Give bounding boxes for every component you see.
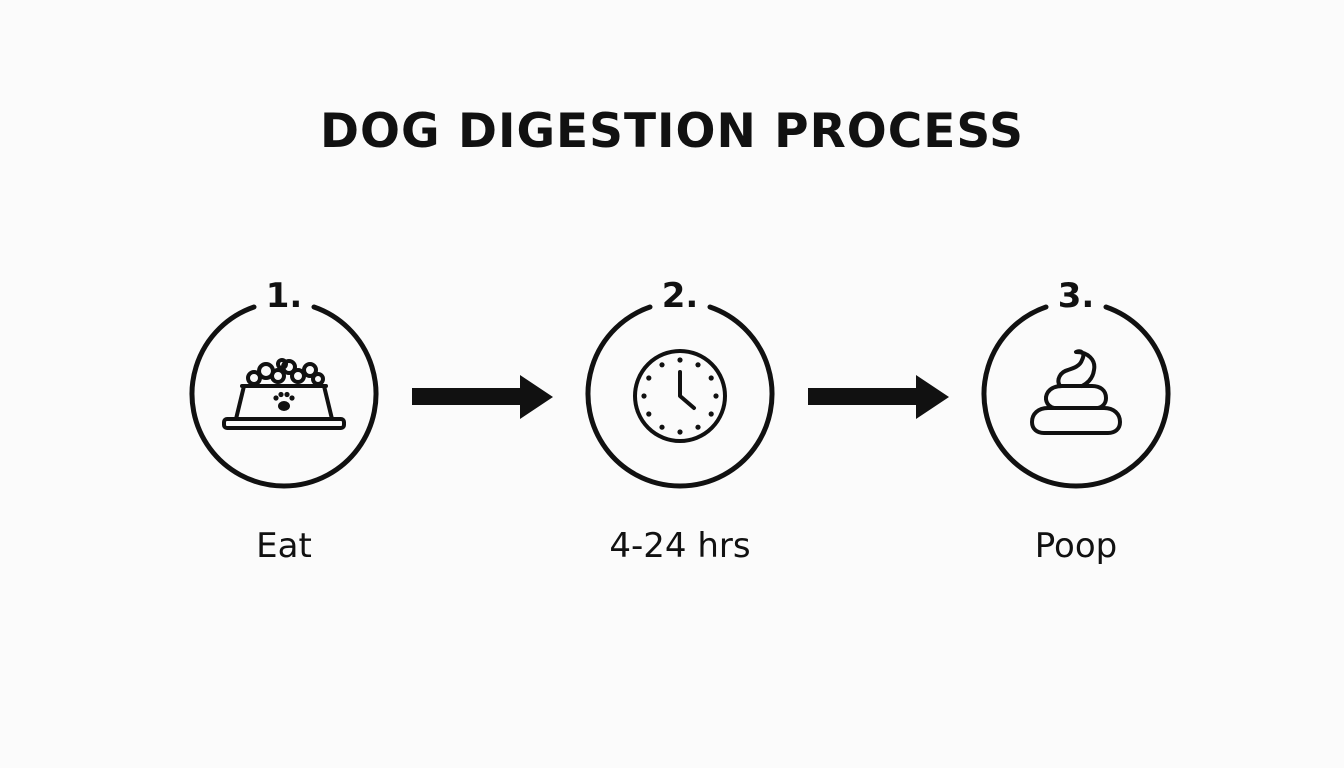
- step-number: 1.: [265, 276, 303, 316]
- step-ring: [981, 304, 1171, 489]
- step-ring: [585, 304, 775, 489]
- step-label-poop: Poop: [1034, 526, 1118, 566]
- dog-food-bowl-icon: [222, 358, 346, 430]
- arrow-right-icon: [808, 375, 949, 419]
- step-ring: [189, 304, 379, 489]
- step-label-eat: Eat: [256, 526, 312, 566]
- step-eat: 1.: [184, 276, 384, 496]
- step-wait: 2.: [580, 276, 780, 496]
- poop-icon: [1030, 349, 1122, 435]
- clock-icon: [633, 349, 727, 443]
- step-number: 2.: [661, 276, 699, 316]
- step-number: 3.: [1057, 276, 1095, 316]
- step-label-duration: 4-24 hrs: [609, 526, 751, 566]
- diagram-title: DOG DIGESTION PROCESS: [320, 104, 1024, 159]
- step-poop: 3.: [976, 276, 1176, 496]
- arrow-right-icon: [412, 375, 553, 419]
